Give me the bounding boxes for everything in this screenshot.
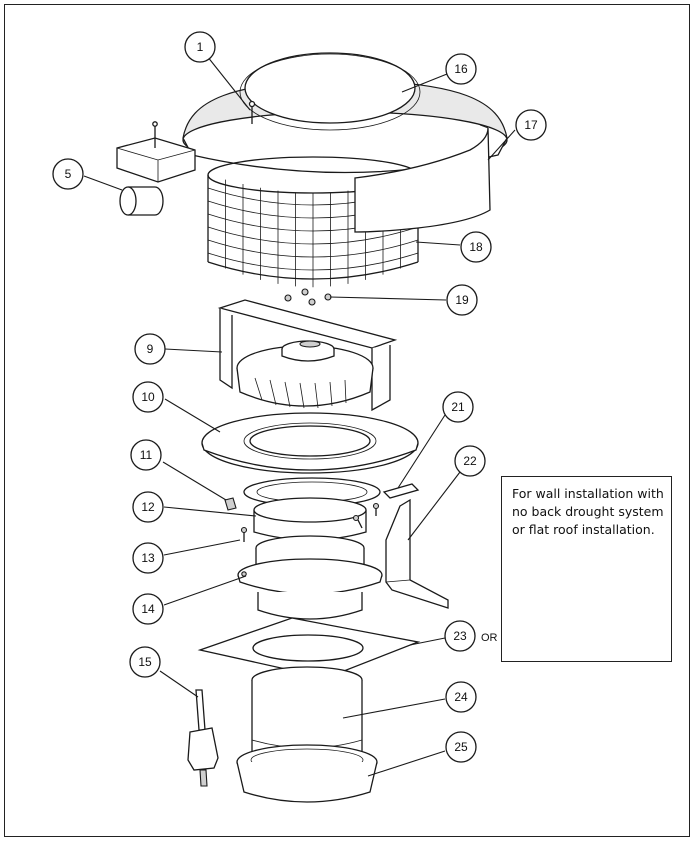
callout-15: 15 — [129, 646, 161, 678]
bracket-part-22 — [385, 498, 449, 609]
or-label: OR — [481, 632, 498, 644]
svg-text:22: 22 — [463, 454, 477, 468]
flange-part-10 — [201, 412, 419, 474]
cable-gland-part-15 — [187, 689, 219, 787]
callout-21: 21 — [442, 391, 474, 423]
svg-text:1: 1 — [197, 40, 204, 54]
callout-18: 18 — [460, 231, 492, 263]
svg-text:5: 5 — [65, 167, 72, 181]
callout-1: 1 — [184, 31, 216, 63]
callout-14: 14 — [132, 593, 164, 625]
wall-installation-note: For wall installation with no back droug… — [512, 485, 670, 539]
inlet-part-12 — [243, 477, 381, 541]
impeller-blades — [254, 377, 347, 409]
svg-text:15: 15 — [138, 655, 152, 669]
svg-text:12: 12 — [141, 500, 155, 514]
svg-text:9: 9 — [147, 342, 154, 356]
svg-text:17: 17 — [524, 118, 538, 132]
hood-part-16 — [182, 52, 508, 174]
note-line: or flat roof installation. — [512, 522, 655, 537]
svg-text:25: 25 — [454, 740, 468, 754]
base-part-25 — [236, 744, 378, 803]
callout-17: 17 — [515, 109, 547, 141]
svg-text:24: 24 — [454, 690, 468, 704]
callout-16: 16 — [445, 53, 477, 85]
svg-text:18: 18 — [469, 240, 483, 254]
capacitor-box — [116, 121, 196, 183]
svg-text:13: 13 — [141, 551, 155, 565]
shield-part-17 — [354, 124, 491, 233]
callout-24: 24 — [445, 681, 477, 713]
callout-11: 11 — [130, 439, 162, 471]
tab-part-21 — [382, 483, 420, 499]
callout-13: 13 — [132, 542, 164, 574]
motor-part-9 — [217, 299, 398, 412]
callout-10: 10 — [132, 381, 164, 413]
note-line: no back drought system — [512, 504, 664, 519]
nut-part-11 — [224, 497, 237, 511]
svg-text:16: 16 — [454, 62, 468, 76]
wall-installation-note-box — [501, 476, 672, 662]
note-line: For wall installation with — [512, 486, 664, 501]
svg-text:10: 10 — [141, 390, 155, 404]
diagram-frame — [4, 4, 690, 837]
callout-23: 23 — [444, 620, 476, 652]
svg-text:19: 19 — [455, 293, 469, 307]
svg-text:21: 21 — [451, 400, 465, 414]
callout-22: 22 — [454, 445, 486, 477]
svg-text:14: 14 — [141, 602, 155, 616]
callout-12: 12 — [132, 491, 164, 523]
screws-part-19 — [284, 288, 332, 306]
svg-text:11: 11 — [140, 448, 153, 462]
screws-part-13 — [240, 502, 380, 542]
callout-19: 19 — [446, 284, 478, 316]
venturi-part-14 — [237, 535, 383, 620]
callout-9: 9 — [134, 333, 166, 365]
callout-25: 25 — [445, 731, 477, 763]
leader-lines — [83, 55, 561, 777]
svg-text:23: 23 — [453, 629, 467, 643]
capacitor-part-5 — [119, 186, 164, 216]
callout-5: 5 — [52, 158, 84, 190]
